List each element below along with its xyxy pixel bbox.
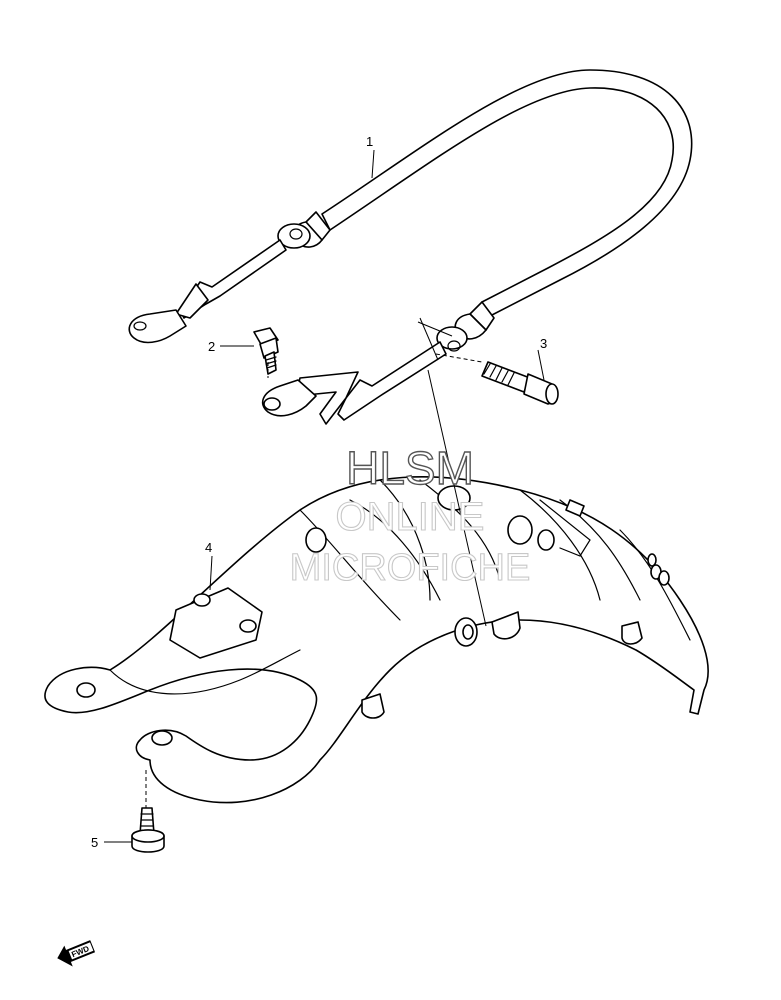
callout-4: 4 — [205, 540, 212, 555]
bolt-mount — [131, 807, 165, 853]
watermark: HLSM ONLINE MICROFICHE — [289, 441, 531, 589]
bolt-long — [481, 361, 559, 405]
cable-harness — [128, 69, 693, 425]
bolt-small — [253, 327, 279, 375]
callout-2: 2 — [208, 339, 215, 354]
callout-5: 5 — [91, 835, 98, 850]
watermark-line2: ONLINE — [336, 495, 485, 539]
callout-3: 3 — [540, 336, 547, 351]
watermark-line3: MICROFICHE — [290, 547, 531, 589]
callouts: 1 2 3 4 5 — [91, 134, 547, 850]
callout-1: 1 — [366, 134, 373, 149]
watermark-line1: HLSM — [346, 442, 474, 494]
fwd-direction-badge: FWD — [57, 940, 96, 967]
rear-fender-cover — [44, 476, 709, 804]
leader-lines — [104, 149, 545, 843]
